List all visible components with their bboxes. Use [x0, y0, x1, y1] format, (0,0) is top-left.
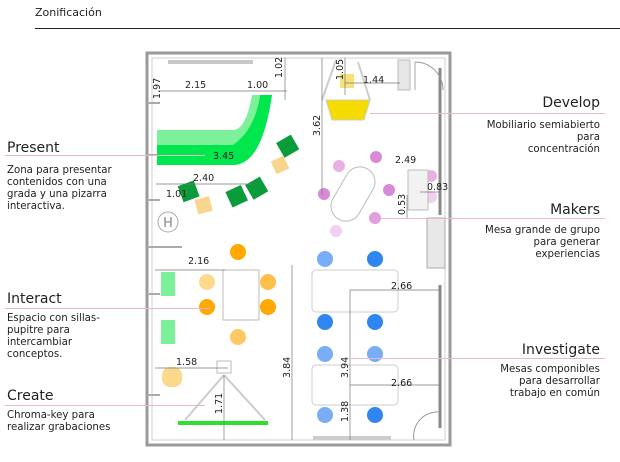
svg-text:1.02: 1.02: [274, 57, 285, 78]
makers-leader: [380, 218, 605, 219]
investigate-leader: [350, 358, 605, 359]
interact-table: [222, 269, 260, 321]
svg-text:3.62: 3.62: [312, 115, 323, 136]
svg-text:3.84: 3.84: [282, 357, 293, 378]
zone-develop-title: Develop: [542, 95, 600, 111]
svg-text:0.53: 0.53: [397, 194, 408, 215]
svg-text:1.00: 1.00: [247, 80, 268, 91]
develop-desk: [325, 99, 371, 121]
zone-create-title: Create: [7, 388, 54, 404]
svg-text:3.45: 3.45: [213, 151, 234, 162]
svg-text:1.38: 1.38: [340, 401, 351, 422]
svg-text:1.97: 1.97: [152, 78, 163, 99]
svg-text:0.83: 0.83: [427, 182, 448, 193]
svg-text:2.49: 2.49: [395, 155, 416, 166]
title-divider: [35, 28, 620, 29]
zone-present-title: Present: [7, 140, 60, 156]
chroma-key: [178, 421, 268, 425]
interact-leader: [5, 308, 210, 309]
present-leader: [5, 155, 205, 156]
zone-investigate-title: Investigate: [521, 342, 600, 358]
page-title: Zonificación: [35, 6, 102, 19]
svg-text:1.58: 1.58: [176, 357, 197, 368]
investigate-table-1: [311, 269, 399, 313]
svg-text:2.16: 2.16: [188, 256, 209, 267]
svg-text:2.66: 2.66: [391, 378, 412, 389]
svg-text:1.44: 1.44: [363, 75, 384, 86]
develop-leader: [370, 113, 605, 114]
svg-text:1.01: 1.01: [166, 189, 187, 200]
svg-text:2.40: 2.40: [193, 173, 214, 184]
svg-text:1.71: 1.71: [214, 393, 225, 414]
makers-table: [330, 166, 376, 222]
svg-text:2.15: 2.15: [185, 80, 206, 91]
svg-text:H: H: [163, 216, 173, 231]
create-leader: [5, 405, 205, 406]
zone-interact-title: Interact: [7, 291, 62, 307]
svg-text:2.66: 2.66: [391, 281, 412, 292]
svg-text:3.94: 3.94: [340, 357, 351, 378]
zone-makers-title: Makers: [550, 202, 600, 218]
svg-text:1.05: 1.05: [335, 59, 346, 80]
